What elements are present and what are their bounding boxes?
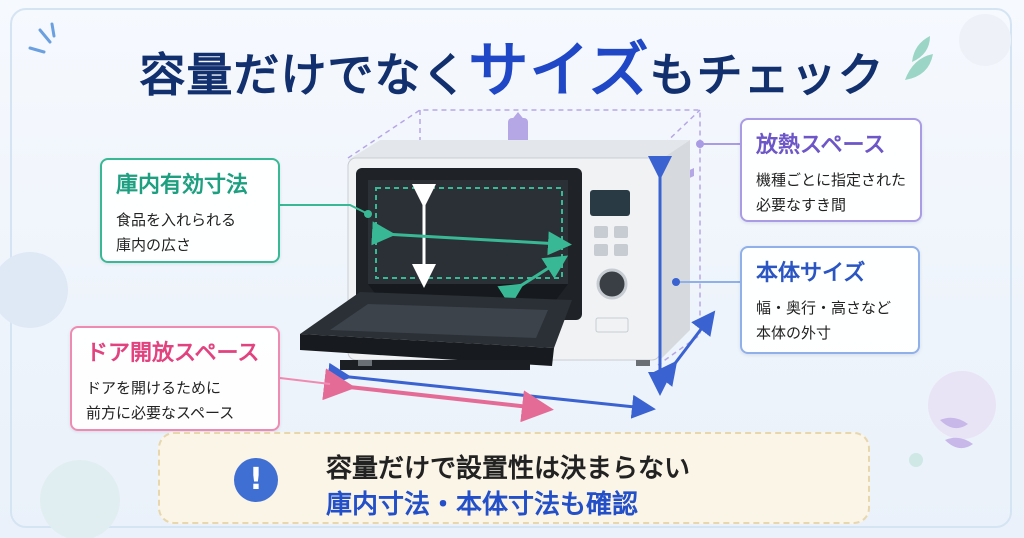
card-heading: 本体サイズ — [756, 261, 866, 286]
card-text: 前方に必要なスペース — [86, 404, 235, 422]
page-title: 容量だけでなくサイズもチェック — [139, 36, 885, 106]
cavity-width-arrow — [371, 221, 572, 256]
control-buttons — [594, 226, 628, 256]
door-space-arrow — [322, 368, 554, 423]
card-body-size: 本体サイズ 幅・奥行・高さなど 本体の外寸 — [740, 246, 920, 354]
card-text: 幅・奥行・高さなど — [756, 299, 892, 317]
depth-arrow — [653, 310, 716, 387]
card-text: 庫内の広さ — [116, 236, 192, 254]
card-inner-dimensions: 庫内有効寸法 食品を入れられる 庫内の広さ — [100, 158, 280, 263]
display-panel — [590, 190, 630, 216]
microwave-side — [660, 140, 690, 360]
banner-line-2: 庫内寸法・本体寸法も確認 — [326, 490, 639, 520]
inner-leader — [280, 204, 369, 215]
card-text: ドアを開けるために — [86, 379, 222, 397]
card-heading: 放熱スペース — [756, 133, 886, 158]
card-heat-space: 放熱スペース 機種ごとに指定された 必要なすき間 — [740, 118, 922, 222]
card-text: 必要なすき間 — [756, 196, 847, 214]
card-text: 本体の外寸 — [756, 324, 832, 342]
cavity-depth-arrow — [497, 255, 569, 307]
summary-banner: ! 容量だけで設置性は決まらない 庫内寸法・本体寸法も確認 — [158, 432, 870, 524]
door-leader — [279, 377, 331, 385]
banner-line-1: 容量だけで設置性は決まらない — [326, 454, 691, 484]
card-text: 機種ごとに指定された — [756, 171, 907, 189]
card-heading: 庫内有効寸法 — [116, 173, 249, 198]
handle-recess — [595, 317, 629, 333]
microwave-top — [348, 140, 690, 160]
card-door-space: ドア開放スペース ドアを開けるために 前方に必要なスペース — [70, 326, 280, 431]
exclamation-circle-icon: ! — [234, 458, 278, 502]
card-text: 食品を入れられる — [116, 211, 237, 229]
control-dial — [596, 268, 628, 300]
card-heading: ドア開放スペース — [86, 341, 260, 366]
